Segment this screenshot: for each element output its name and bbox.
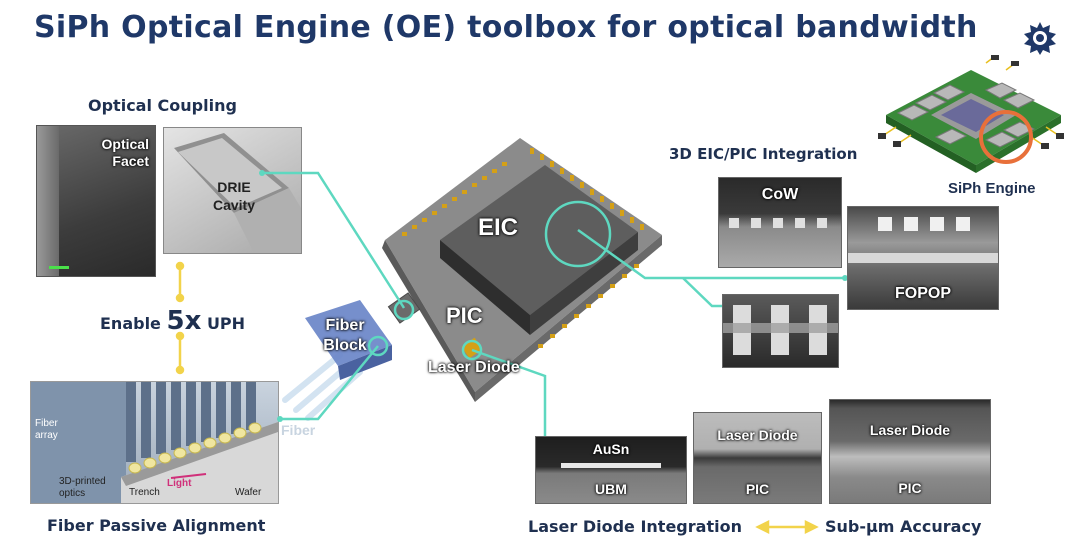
fiber-label: Fiber (281, 422, 316, 438)
connector-lines (262, 171, 845, 452)
facet-edge (37, 126, 59, 276)
optics-label: 3D-printed optics (59, 476, 106, 499)
page-title: SiPh Optical Engine (OE) toolbox for opt… (34, 10, 978, 45)
fopop-label: FOPOP (894, 285, 951, 302)
cow-bumps (729, 218, 831, 228)
ausn-layer (561, 463, 661, 468)
fopop-bumps (878, 217, 978, 231)
vertical-arrow (175, 261, 185, 375)
accuracy-arrow (755, 519, 819, 535)
fiber-array-label: Fiber array (35, 418, 58, 441)
cow-label: CoW (761, 186, 799, 203)
enable-factor: 5x (166, 306, 202, 336)
drie-cavity-label: DRIE Cavity (212, 179, 256, 213)
drie-cavity-image: DRIE Cavity (163, 127, 302, 254)
laser-diode-label-2: Laser Diode (869, 422, 951, 438)
laser-diode-label-1: Laser Diode (717, 427, 798, 443)
scale-bar (49, 266, 69, 269)
microbump-band (723, 323, 838, 333)
laser-integration-heading: Laser Diode Integration (528, 517, 742, 536)
fiber-alignment-image: Fiber array 3D-printed optics Trench Lig… (30, 381, 279, 504)
optical-facet-label: Optical Facet (101, 136, 149, 169)
optical-coupling-heading: Optical Coupling (88, 96, 237, 115)
siph-engine-image (876, 55, 1066, 180)
fiber-block-label: Fiber Block (323, 317, 367, 354)
laser-pic-image-1: Laser Diode PIC (693, 412, 822, 504)
laser-diode-label: Laser Diode (428, 359, 520, 376)
fopop-layer (848, 253, 998, 263)
enable-suffix: UPH (206, 314, 246, 333)
siph-engine-label: SiPh Engine (948, 180, 1036, 197)
enable-5x-uph: Enable 5x UPH (100, 306, 245, 336)
optical-facet-image: Optical Facet (36, 125, 156, 277)
accuracy-label: Sub-µm Accuracy (825, 517, 982, 536)
ausn-label: AuSn (592, 441, 630, 457)
cow-image: CoW (718, 177, 842, 268)
siph-highlight-ring (979, 110, 1033, 164)
logo-icon (1022, 20, 1058, 56)
microbump-image (722, 294, 839, 368)
wafer-label: Wafer (235, 487, 262, 498)
highlight-circles (367, 200, 612, 361)
pic-label: PIC (446, 303, 483, 328)
fiber-alignment-heading: Fiber Passive Alignment (47, 516, 266, 535)
eic-label: EIC (478, 214, 519, 241)
ausn-ubm-image: AuSn UBM (535, 436, 687, 504)
ubm-label: UBM (595, 481, 627, 497)
pic-label-2: PIC (898, 480, 922, 496)
trench-label: Trench (129, 487, 160, 498)
light-label: Light (167, 478, 192, 489)
integration-3d-heading: 3D EIC/PIC Integration (669, 145, 858, 163)
enable-prefix: Enable (100, 314, 161, 333)
fopop-image: FOPOP (847, 206, 999, 310)
pic-label-1: PIC (745, 481, 770, 497)
laser-pic-image-2: Laser Diode PIC (829, 399, 991, 504)
bond-pads (402, 148, 644, 348)
